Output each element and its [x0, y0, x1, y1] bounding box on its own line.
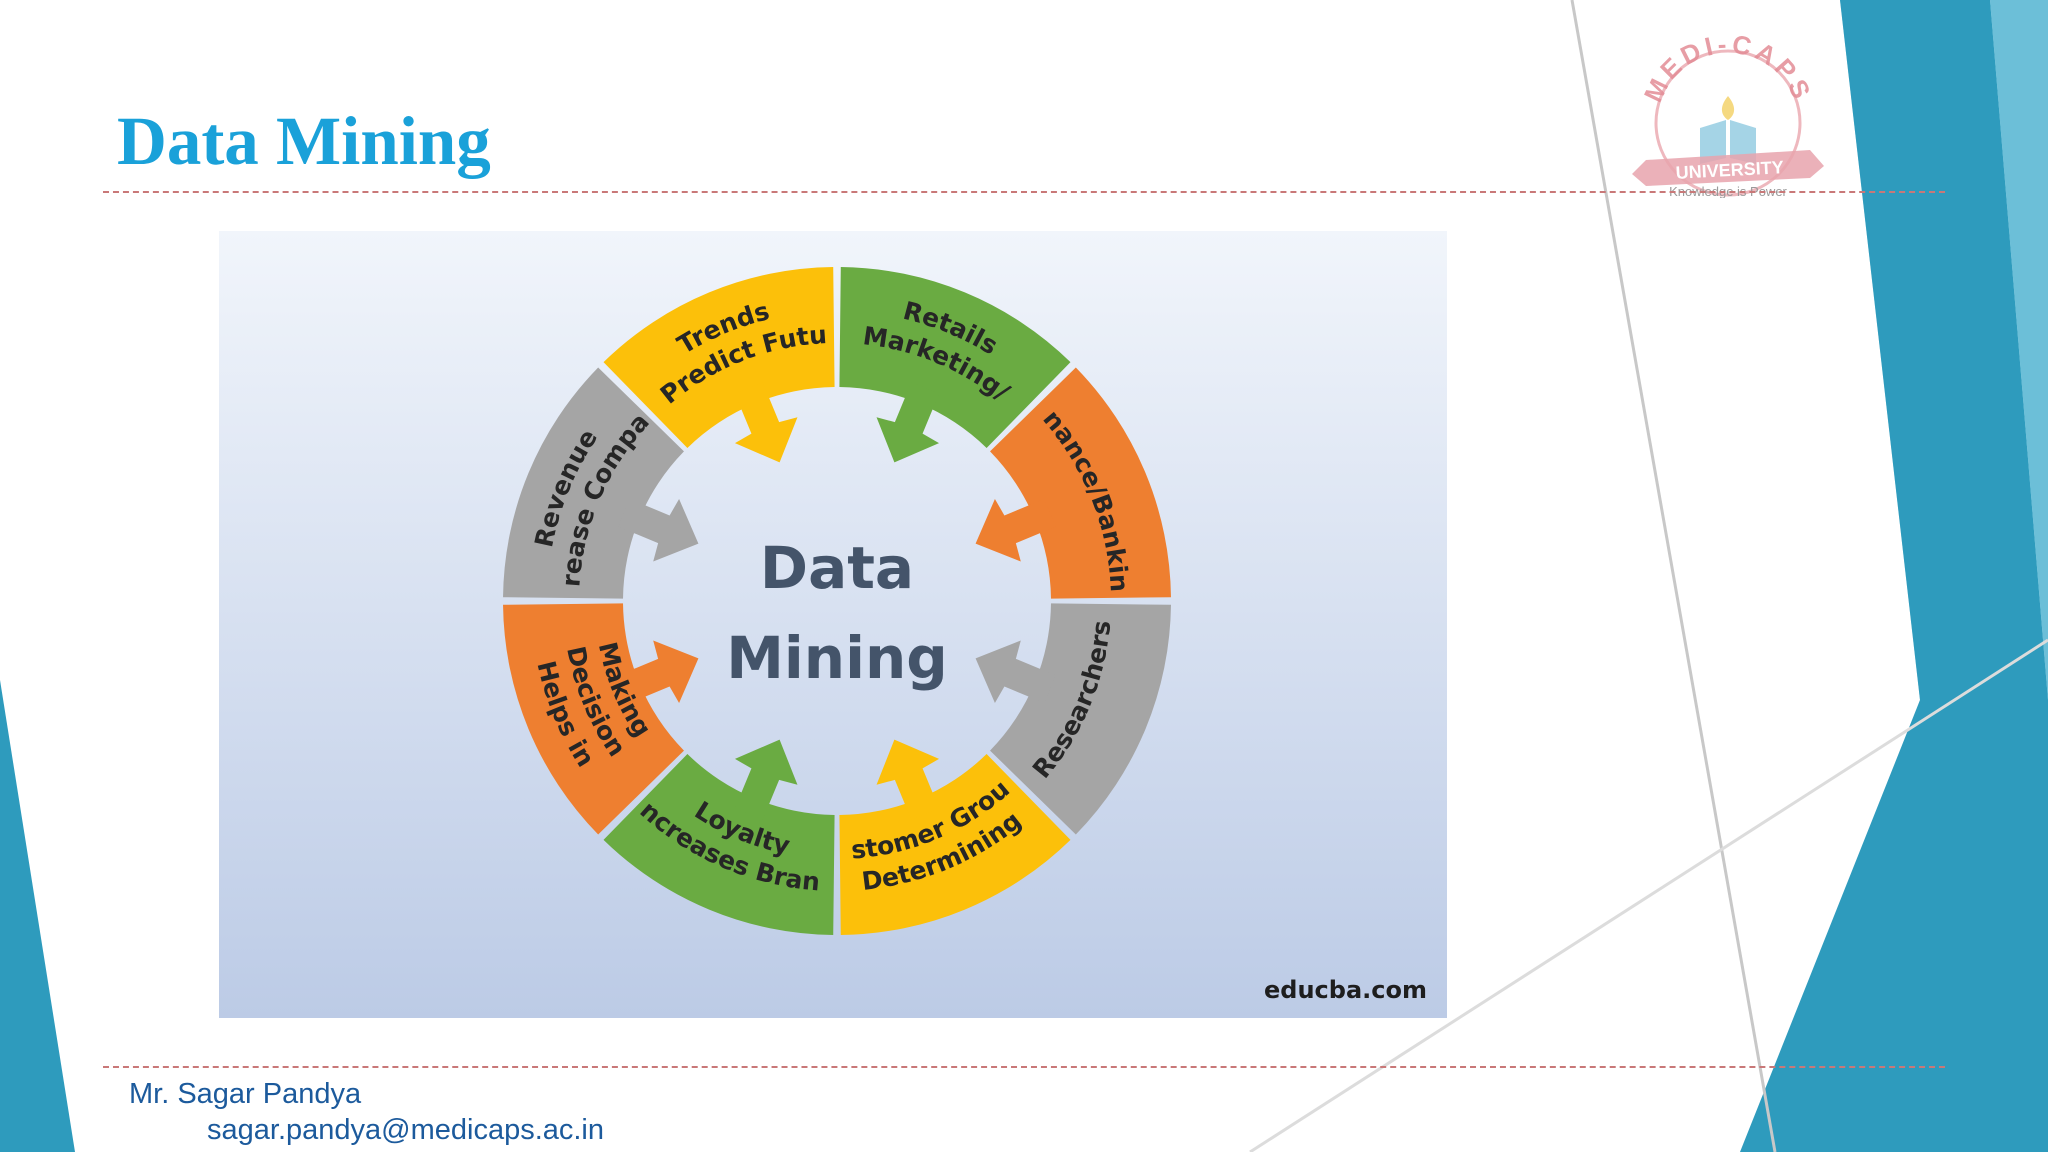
arrow-increases-brand-loyalty: [734, 739, 798, 820]
segment-researchers: [990, 603, 1171, 835]
arrow-determining-customer-groups: [876, 739, 940, 820]
deco-left-teal: [0, 680, 75, 1152]
diagram-wheel: To Predict FutureTrendsMarketing/Retails…: [210, 208, 1447, 1018]
title-divider: [103, 191, 1945, 193]
segment-finance-banking: [990, 367, 1171, 599]
arrow-predict-future-trends: [734, 382, 798, 463]
book-icon: [1700, 96, 1756, 164]
university-logo: MEDI-CAPS UNIVERSITY Knowledge is Power: [1632, 29, 1824, 198]
center-label-line-1: Data: [760, 534, 914, 602]
footer-divider: [103, 1066, 1945, 1068]
author-email: sagar.pandya@medicaps.ac.in: [207, 1114, 605, 1146]
segment-predict-future-trends: [603, 267, 835, 448]
arrow-marketing-retails: [876, 382, 940, 463]
segment-increases-brand-loyalty: [603, 754, 835, 935]
center-label-line-2: Mining: [726, 624, 948, 692]
arrow-researchers: [975, 640, 1056, 704]
deco-right-teal: [1840, 0, 2048, 700]
author-name: Mr. Sagar Pandya: [129, 1078, 362, 1110]
arrow-finance-banking: [975, 498, 1056, 562]
segment-marketing-retails: [839, 267, 1071, 448]
deco-right-mid: [1990, 0, 2048, 700]
segment-helps-decision-making: [503, 603, 684, 835]
source-credit: educba.com: [1264, 976, 1427, 1004]
arrow-increase-company-revenue: [618, 498, 699, 562]
slide-title: Data Mining: [117, 103, 491, 179]
deco-bottom-right: [1740, 700, 2048, 1152]
arrow-helps-decision-making: [618, 640, 699, 704]
segment-determining-customer-groups: [839, 754, 1071, 935]
logo-arc-text: MEDI-CAPS: [1638, 29, 1818, 107]
logo-ribbon: [1632, 150, 1824, 186]
data-mining-diagram: To Predict FutureTrendsMarketing/Retails…: [210, 208, 1447, 1018]
segment-increase-company-revenue: [503, 367, 684, 599]
